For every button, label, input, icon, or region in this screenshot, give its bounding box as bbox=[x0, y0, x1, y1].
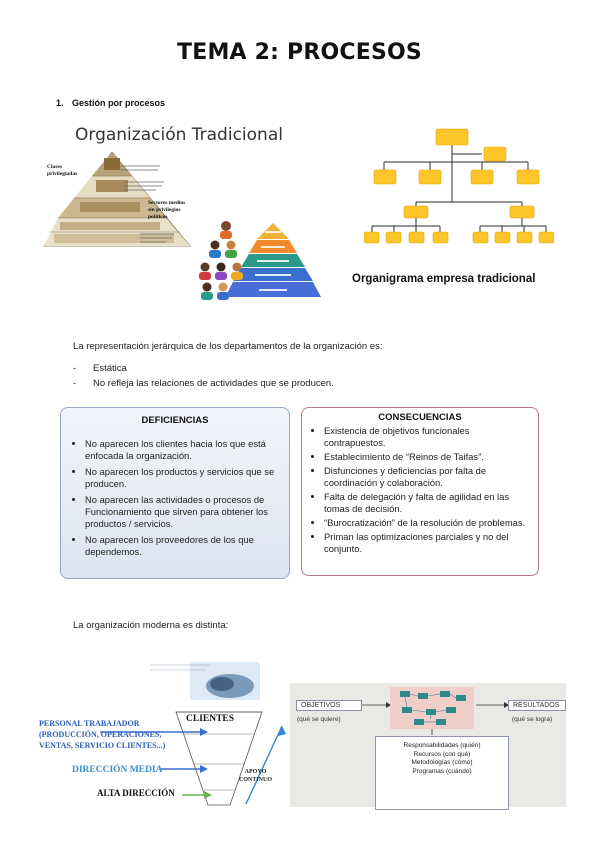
personal-line: PERSONAL TRABAJADOR bbox=[39, 719, 140, 728]
list-item: Establecimiento de “Reinos de Taifas”. bbox=[324, 451, 528, 463]
consecuencias-box: CONSECUENCIAS Existencia de objetivos fu… bbox=[301, 407, 539, 576]
resource-line: Recursos (con qué) bbox=[413, 750, 471, 758]
list-item: Disfunciones y deficiencias por falta de… bbox=[324, 465, 528, 489]
list-item: No aparecen las actividades o procesos d… bbox=[85, 494, 279, 530]
section-label: Gestión por procesos bbox=[72, 98, 166, 108]
list-item: No aparecen los clientes hacia los que e… bbox=[85, 438, 279, 462]
trait-text: No refleja las relaciones de actividades… bbox=[93, 378, 334, 389]
process-flow-graphic bbox=[356, 687, 509, 798]
process-resources-box: Responsabilidades (quién) Recursos (con … bbox=[375, 736, 509, 810]
trait-item: -Estática bbox=[73, 363, 127, 374]
traditional-organization-title: Organización Tradicional bbox=[75, 125, 283, 145]
resource-line: Responsabilidades (quién) bbox=[403, 742, 481, 749]
consecuencias-header: CONSECUENCIAS bbox=[378, 412, 462, 423]
resultados-box: RESULTADOS bbox=[508, 700, 566, 711]
objetivos-box: OBJETIVOS bbox=[296, 700, 362, 711]
objetivos-subtitle: (qué se quiere) bbox=[297, 716, 341, 723]
list-item: Falta de delegación y falta de agilidad … bbox=[324, 491, 528, 515]
org-chart-caption: Organigrama empresa tradicional bbox=[352, 273, 536, 285]
resource-line: Programas (cuándo) bbox=[412, 767, 472, 775]
traditional-org-chart bbox=[364, 128, 554, 244]
deficiencias-box: DEFICIENCIAS No aparecen los clientes ha… bbox=[60, 407, 290, 579]
section-heading: 1. Gestión por procesos bbox=[56, 98, 165, 108]
list-item: Existencia de objetivos funcionales cont… bbox=[324, 425, 528, 449]
modern-paragraph: La organización moderna es distinta: bbox=[73, 620, 229, 631]
personal-line: (PRODUCCIÓN, OPERACIONES, bbox=[39, 730, 162, 739]
list-item: No aparecen los proveedores de los que d… bbox=[85, 534, 279, 558]
list-item: Priman las optimizaciones parciales y no… bbox=[324, 531, 528, 555]
deficiencias-header: DEFICIENCIAS bbox=[141, 415, 209, 426]
arrow-icons bbox=[100, 728, 212, 799]
feudal-level-middle: Sectores medios sin privilegios político… bbox=[148, 200, 186, 220]
feudal-level-privileged: Clases privilegiadas bbox=[47, 164, 78, 177]
trait-text: Estática bbox=[93, 363, 127, 374]
section-number: 1. bbox=[56, 98, 64, 108]
resource-line: Metodologías (cómo) bbox=[411, 759, 473, 766]
feudal-pyramid-illustration bbox=[43, 151, 191, 247]
trait-item: -No refleja las relaciones de actividade… bbox=[73, 378, 334, 389]
apoyo-line: CONTINUO bbox=[239, 777, 273, 783]
resultados-subtitle: (qué se logra) bbox=[512, 716, 553, 723]
apoyo-line: APOYO bbox=[244, 769, 267, 775]
personal-label: PERSONAL TRABAJADOR (PRODUCCIÓN, OPERACI… bbox=[39, 718, 165, 751]
list-item: No aparecen los productos y servicios qu… bbox=[85, 466, 279, 490]
alta-direccion-label: ALTA DIRECCIÓN bbox=[97, 788, 175, 798]
apoyo-label: APOYO CONTINUO bbox=[239, 768, 272, 784]
list-item: “Burocratización” de la resolución de pr… bbox=[324, 517, 528, 529]
inverted-pyramid-diagram bbox=[150, 662, 286, 806]
intro-paragraph: La representación jerárquica de los depa… bbox=[73, 341, 383, 352]
direccion-media-label: DIRECCIÓN MEDIA bbox=[72, 765, 163, 775]
feudal-side-notes bbox=[120, 165, 174, 243]
people-pyramid-image bbox=[193, 209, 329, 301]
personal-line: VENTAS, SERVICIO CLIENTES...) bbox=[39, 741, 166, 750]
page-title: TEMA 2: PROCESOS bbox=[177, 40, 422, 65]
people-pyramid-graphic bbox=[199, 221, 321, 300]
clientes-label: CLIENTES bbox=[186, 714, 235, 724]
